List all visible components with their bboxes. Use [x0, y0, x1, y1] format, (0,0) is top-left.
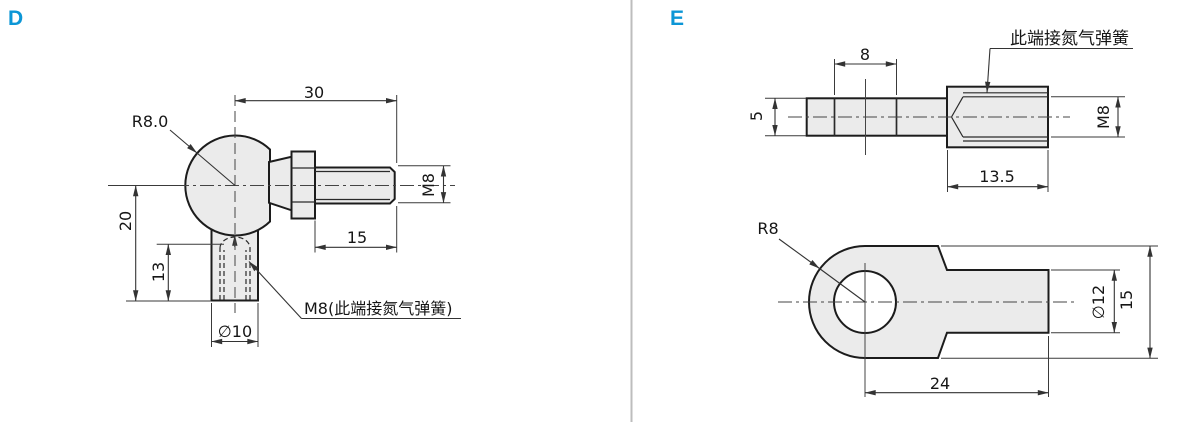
radius-leader	[169, 129, 198, 154]
dim-text-body-length: 24	[929, 374, 951, 393]
dim-text-stud-thread: M8	[419, 172, 438, 197]
extension-lines-e-top	[765, 59, 1125, 192]
dim-text-thread-e: M8	[1094, 104, 1113, 129]
dim-text-eye-width: 15	[1117, 289, 1136, 311]
dim-text-socket-length: 13.5	[979, 167, 1015, 186]
extension-lines-e-bottom	[941, 245, 1158, 397]
dim-text-hole-width: 8	[859, 45, 871, 64]
dim-text-stud-length: 15	[346, 228, 368, 247]
cone-neck	[268, 155, 293, 212]
drawing-e	[765, 47, 1158, 397]
callout-text-e: 此端接氮气弹簧	[1010, 29, 1129, 49]
e-bottom-view	[778, 238, 1158, 397]
dim-text-overall-length: 30	[303, 83, 325, 102]
dim-text-thread-depth: 13	[149, 261, 168, 283]
section-label-e: E	[670, 7, 685, 30]
callout-leader-e	[985, 47, 1133, 93]
drawing-d	[108, 95, 461, 347]
dimension-lines-e-bottom	[864, 245, 1153, 396]
part-detail-lines	[291, 167, 390, 203]
dimension-lines-d	[132, 97, 447, 345]
e-top-view	[765, 47, 1133, 192]
leaders-d	[169, 129, 461, 320]
section-label-d: D	[8, 7, 24, 30]
dim-text-eye-radius: R8	[757, 219, 779, 238]
dim-text-rod-width: 5	[747, 110, 766, 121]
callout-text-d: M8(此端接氮气弹簧)	[304, 299, 453, 318]
dim-text-ball-radius: R8.0	[131, 112, 169, 131]
dim-text-center-height: 20	[116, 210, 135, 232]
dim-text-shaft-diameter: ∅12	[1089, 284, 1108, 320]
dim-text-stem-diameter: ∅10	[217, 322, 253, 341]
internal-thread-lines	[950, 92, 1048, 142]
dimension-lines-e-top	[772, 61, 1121, 190]
radius-leader-e	[778, 238, 866, 303]
callout-leader-d	[248, 261, 302, 319]
